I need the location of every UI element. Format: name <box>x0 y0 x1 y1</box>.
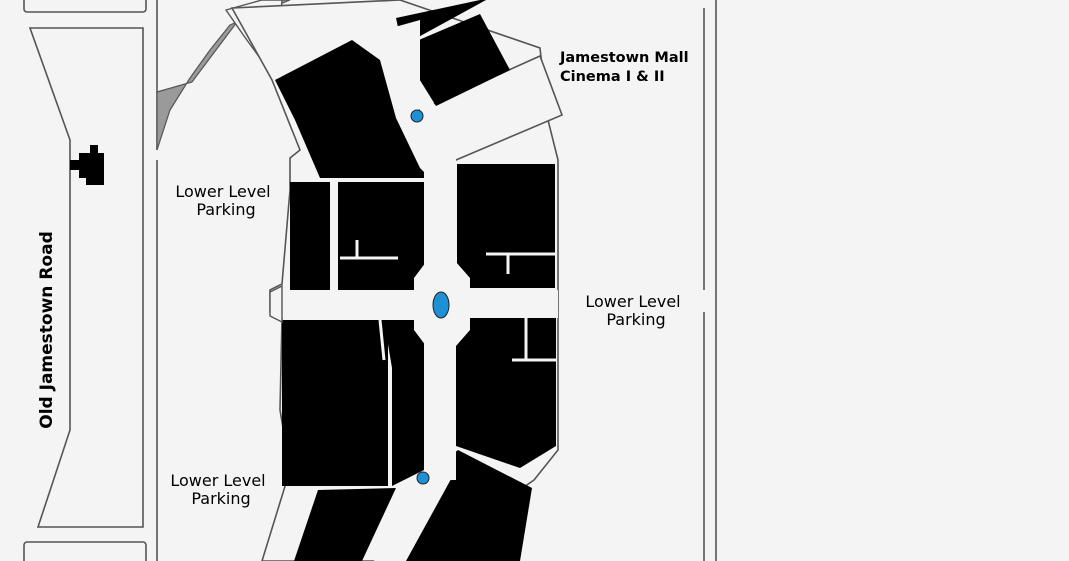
road-strip <box>28 27 144 528</box>
corridor-south <box>374 470 456 561</box>
store-sw <box>294 488 396 561</box>
store-north <box>400 14 510 106</box>
fountain-south <box>416 471 430 485</box>
store-east-lower <box>456 318 556 468</box>
divider-west-lower <box>378 319 386 361</box>
parking-left-upper-line1: Lower Level <box>175 182 270 201</box>
parking-left-upper-line2: Parking <box>196 200 255 219</box>
church-icon <box>70 145 104 185</box>
store-center-lower-west <box>384 320 424 486</box>
fountain-center <box>432 291 450 319</box>
green-space <box>156 0 291 151</box>
parking-left-lower-line1: Lower Level <box>170 471 265 490</box>
fountain-north <box>410 109 424 123</box>
road-label: Old Jamestown Road <box>37 231 57 428</box>
parking-right-line2: Parking <box>606 310 665 329</box>
parking-right-line1: Lower Level <box>585 292 680 311</box>
west-entrance <box>269 284 283 324</box>
store-west-upper <box>338 182 424 290</box>
store-east-upper <box>457 164 555 288</box>
cinema-label-line1: Jamestown Mall <box>559 50 689 66</box>
bottom-left-parcel <box>23 541 147 561</box>
cinema-label-line2: Cinema I & II <box>560 69 665 85</box>
store-nw-large <box>275 40 430 178</box>
parking-left-lower-line2: Parking <box>191 489 250 508</box>
store-west-lower <box>282 320 388 486</box>
top-left-parcel <box>23 0 147 13</box>
store-west-upper-small <box>290 182 330 290</box>
